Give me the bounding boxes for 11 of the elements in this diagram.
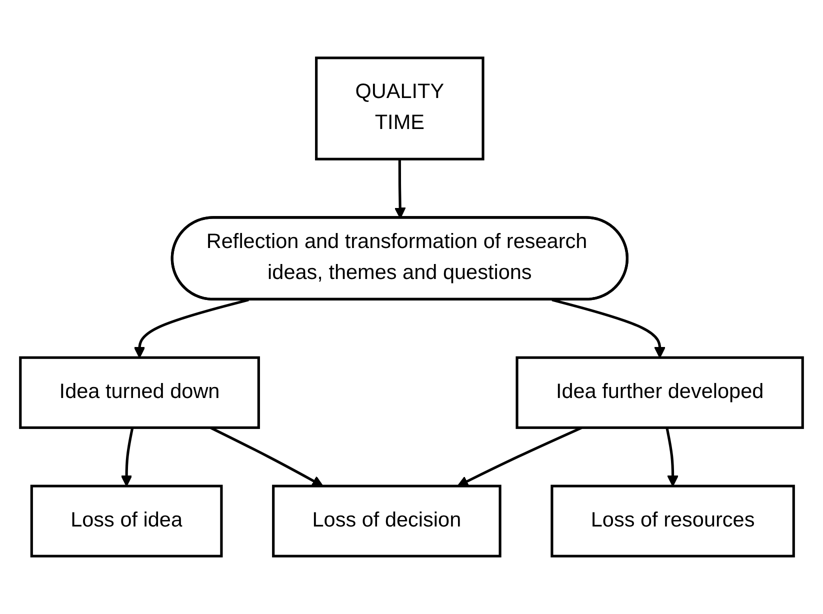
node-box: QUALITY TIME	[315, 56, 484, 160]
node-box: Idea further developed	[516, 356, 804, 429]
arrow	[134, 298, 249, 358]
node-box: Loss of idea	[30, 484, 223, 558]
node-box: Loss of resources	[550, 484, 795, 558]
arrow	[552, 298, 666, 358]
arrow	[210, 426, 324, 487]
arrow	[120, 427, 134, 487]
node-box: Loss of decision	[272, 484, 502, 558]
arrow	[666, 427, 678, 487]
node-box: Idea turned down	[19, 356, 260, 429]
